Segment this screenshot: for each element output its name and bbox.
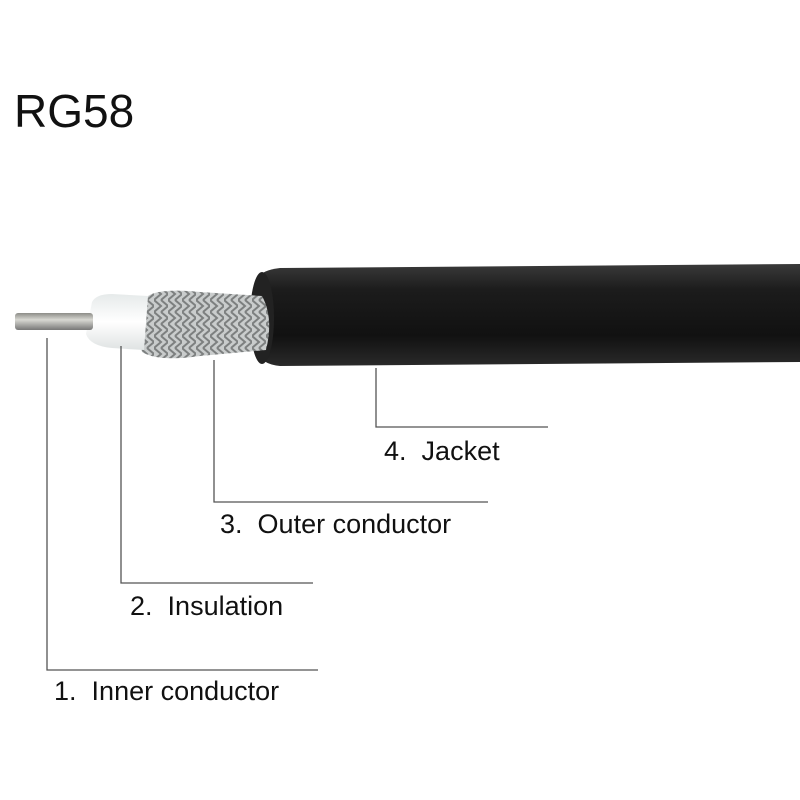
outer-conductor-braid [140, 290, 270, 359]
label-insulation: 2. Insulation [130, 591, 284, 621]
insulation [86, 294, 148, 350]
jacket [256, 264, 800, 366]
leader-lines [46, 338, 548, 671]
leader-line-3 [213, 360, 488, 503]
label-inner-conductor: 1. Inner conductor [54, 676, 280, 706]
leader-line-4 [375, 368, 548, 428]
label-jacket: 4. Jacket [384, 436, 500, 466]
label-outer-conductor: 3. Outer conductor [220, 509, 452, 539]
cable-title: RG58 [14, 85, 135, 137]
leader-line-2 [120, 346, 313, 584]
leader-line-1 [46, 338, 318, 671]
inner-conductor [15, 313, 93, 330]
